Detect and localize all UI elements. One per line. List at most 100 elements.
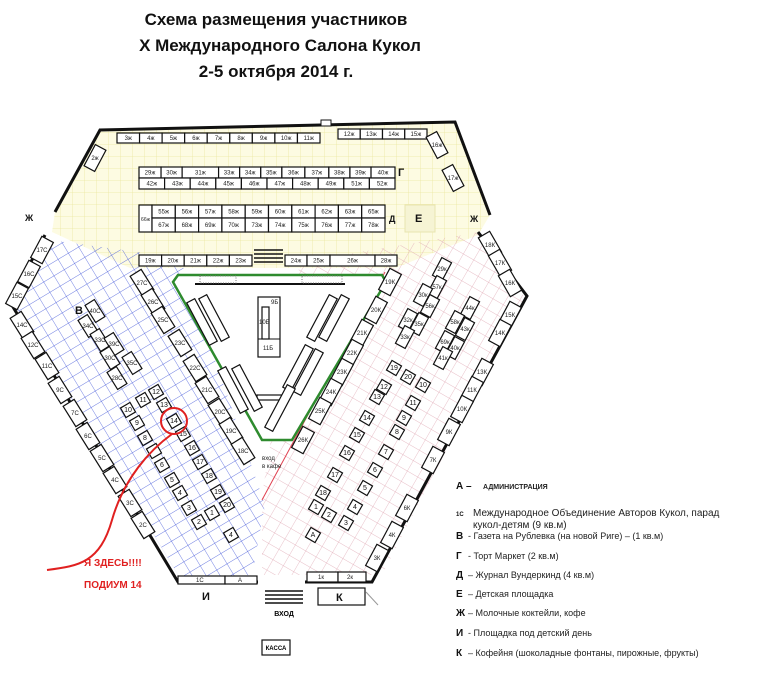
stand-right-outer-label: 18К bbox=[485, 243, 496, 249]
podium-left bbox=[171, 484, 189, 502]
stand-left-outer-box bbox=[20, 330, 46, 360]
stand-label: 67ж bbox=[158, 223, 169, 229]
podium-left bbox=[165, 412, 183, 430]
side-line bbox=[365, 591, 379, 606]
stairs-entrance bbox=[265, 590, 303, 604]
stand-corner-box bbox=[425, 130, 449, 160]
stand-label: 37ж bbox=[312, 171, 323, 177]
stand-label: 68ж bbox=[182, 223, 193, 229]
podium-right-label: 15 bbox=[353, 432, 361, 439]
stand-label: 28ж bbox=[381, 259, 392, 265]
podium-right-label: 4 bbox=[353, 504, 357, 511]
center-stand-box bbox=[185, 297, 219, 347]
stand-label: 6ж bbox=[192, 136, 199, 142]
stand-right-outer bbox=[449, 394, 475, 424]
center-hatch-left bbox=[199, 275, 237, 284]
stand-right-outer-label: 15К bbox=[505, 313, 516, 319]
stand-left-outer bbox=[117, 488, 143, 518]
podium-left-box bbox=[191, 453, 209, 471]
stand-label: 5ж bbox=[170, 136, 177, 142]
stand-right-inner bbox=[307, 396, 333, 426]
stand-left-inner-box bbox=[194, 375, 220, 405]
podium-left-label: 15 bbox=[179, 431, 187, 438]
podium-left-label: 9 bbox=[135, 420, 139, 427]
podium-right bbox=[348, 426, 366, 444]
you-are-here-circle bbox=[160, 407, 188, 435]
podium-left-label: 19 bbox=[214, 489, 222, 496]
podium-right bbox=[404, 394, 422, 412]
stand-label: 25ж bbox=[313, 259, 324, 265]
stand-right-outer bbox=[436, 417, 462, 447]
stand-left-outer-label: 3С bbox=[126, 501, 134, 507]
stand-right-outer-label: 4К bbox=[389, 533, 396, 539]
stand-right-blocks bbox=[408, 311, 430, 337]
legend-key: К bbox=[456, 648, 463, 659]
legend-text: - Торт Маркет (2 кв.м) bbox=[468, 551, 559, 561]
legend-text: - Газета на Рублевка (на новой Риге) – (… bbox=[468, 531, 663, 541]
stand-label: 52ж bbox=[377, 182, 388, 188]
stand-right-inner-box bbox=[307, 396, 333, 426]
outer-wall-top bbox=[53, 120, 492, 216]
stand-block-v-label: 39С bbox=[108, 342, 120, 348]
podium-right-box bbox=[338, 444, 356, 462]
podium-left-label: 10 bbox=[124, 407, 132, 414]
center-stand-box bbox=[216, 365, 250, 415]
stand-row1_lower bbox=[368, 177, 396, 190]
podium-left-label: 8 bbox=[143, 435, 147, 442]
podium-right-box bbox=[304, 526, 322, 544]
stand-label: 21ж bbox=[190, 259, 201, 265]
stand-right-outer bbox=[487, 318, 513, 348]
stand-left-outer bbox=[130, 510, 156, 540]
podium-right-label: 5 bbox=[363, 485, 367, 492]
stand-top_row_b bbox=[404, 128, 428, 140]
stand-right-blocks bbox=[454, 316, 476, 342]
center-stand-label: 9Б bbox=[271, 300, 278, 306]
podium-left-label: 17 bbox=[196, 459, 204, 466]
stand-left-inner-box bbox=[167, 328, 193, 358]
podium-right-box bbox=[337, 514, 355, 532]
center-stand-label: 10Б bbox=[259, 320, 270, 326]
podium-right bbox=[346, 498, 364, 516]
stand-left-inner-box bbox=[182, 353, 208, 383]
podium-right bbox=[338, 444, 356, 462]
stand-block-v-label: 34С bbox=[82, 324, 94, 330]
kassa-label: КАССА bbox=[266, 646, 287, 652]
stand-top_row_a bbox=[296, 132, 321, 144]
podium-right bbox=[377, 443, 395, 461]
podium-left-box bbox=[153, 456, 171, 474]
podium-left-box bbox=[136, 429, 154, 447]
stand-left-inner bbox=[167, 328, 193, 358]
stand-right-inner-label: 26К bbox=[298, 438, 309, 444]
stand-label: 11ж bbox=[304, 136, 314, 142]
podium-label: ПОДИУМ 14 bbox=[84, 580, 142, 591]
stand-left-outer bbox=[75, 421, 101, 451]
stand-label: 9ж bbox=[260, 136, 267, 142]
cafe-k-label: К bbox=[336, 592, 343, 604]
stand-label: 4ж bbox=[147, 136, 154, 142]
stand-right-outer bbox=[394, 493, 420, 523]
podium-right-box bbox=[377, 443, 395, 461]
stand-left-inner-label: 20С bbox=[214, 410, 226, 416]
stand-label: 44ж bbox=[198, 182, 209, 188]
stand-right-blocks-label: 33к bbox=[400, 335, 410, 341]
podium-left-box bbox=[147, 383, 165, 401]
podium-left-label: 12 bbox=[152, 389, 160, 396]
zone-i-label: И bbox=[202, 591, 210, 603]
stand-right-inner-label: 22К bbox=[347, 351, 358, 357]
podium-left bbox=[134, 391, 152, 409]
podium-left-box bbox=[203, 504, 221, 522]
stand-right-blocks-label: 30к bbox=[418, 293, 428, 299]
podium-left-box bbox=[134, 391, 152, 409]
title-line-3: 2-5 октября 2014 г. bbox=[199, 62, 353, 81]
stand-label: 35ж bbox=[266, 171, 277, 177]
stand-a-label: А bbox=[238, 578, 242, 584]
podium-right bbox=[388, 423, 406, 441]
podium-right-box bbox=[399, 368, 417, 386]
stand-left-outer-box bbox=[102, 465, 128, 495]
stand-left-inner-label: 23С bbox=[174, 341, 186, 347]
stand-left-outer-label: 5С bbox=[98, 456, 106, 462]
stand-left-inner-label: 22С bbox=[189, 366, 201, 372]
stand-left-outer-box bbox=[29, 235, 55, 265]
podium-right-box bbox=[375, 378, 393, 396]
